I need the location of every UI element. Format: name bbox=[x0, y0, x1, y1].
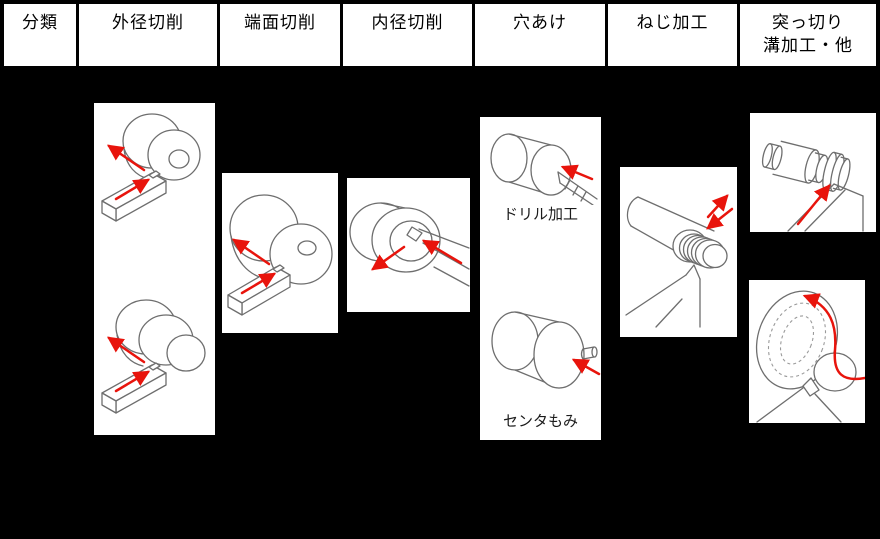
boring-bar-tool bbox=[406, 226, 470, 287]
workpiece bbox=[115, 299, 206, 372]
feed-direction-arrow bbox=[796, 184, 831, 226]
center-drilling-illustration bbox=[491, 311, 601, 389]
header-label-cutoff: 突っ切り bbox=[772, 13, 844, 32]
threading-illustration bbox=[625, 194, 734, 328]
facing-illustration bbox=[227, 194, 333, 316]
cutoff-grooving-illustration bbox=[761, 140, 864, 232]
header-cell-external-turning: 外径切削 bbox=[79, 4, 217, 66]
drilling-illustration bbox=[490, 133, 598, 205]
cutting-tool bbox=[101, 362, 167, 414]
threading-panel bbox=[620, 167, 737, 337]
header-cell-cutoff-grooving: 突っ切り 溝加工・他 bbox=[740, 4, 876, 66]
feed-direction-arrow bbox=[706, 207, 734, 230]
workpiece bbox=[229, 194, 333, 285]
header-label-classification: 分類 bbox=[22, 13, 58, 32]
workpiece bbox=[349, 202, 441, 273]
table-header-row: 分類 外径切削 端面切削 内径切削 穴あけ ねじ加工 突っ切り 溝加工・他 bbox=[4, 4, 876, 66]
header-label-threading: ねじ加工 bbox=[636, 13, 709, 32]
header-label-drilling: 穴あけ bbox=[513, 13, 567, 32]
contour-turning-illustration bbox=[755, 290, 865, 423]
workpiece bbox=[626, 196, 728, 269]
threading-tool bbox=[625, 264, 701, 328]
feed-direction-arrow bbox=[106, 144, 146, 172]
header-cell-threading: ねじ加工 bbox=[608, 4, 737, 66]
workpiece bbox=[122, 113, 201, 181]
cutting-tool bbox=[227, 264, 291, 316]
contour-turning-panel bbox=[749, 280, 865, 423]
workpiece bbox=[755, 290, 857, 392]
workpiece bbox=[491, 311, 585, 389]
header-cell-facing: 端面切削 bbox=[220, 4, 340, 66]
header-label-external-turning: 外径切削 bbox=[112, 13, 184, 32]
header-cell-classification: 分類 bbox=[4, 4, 76, 66]
feed-direction-arrow bbox=[231, 238, 271, 266]
header-label-internal-turning: 内径切削 bbox=[371, 13, 444, 32]
header-label-facing: 端面切削 bbox=[244, 13, 316, 32]
feed-direction-arrow bbox=[240, 272, 277, 295]
contour-feed-arrow bbox=[802, 293, 865, 381]
header-cell-internal-turning: 内径切削 bbox=[343, 4, 472, 66]
feed-direction-arrow bbox=[114, 178, 151, 201]
feed-direction-arrow bbox=[106, 336, 146, 364]
workpiece bbox=[490, 133, 572, 196]
feed-direction-arrow bbox=[371, 245, 406, 271]
feed-direction-arrow bbox=[560, 164, 594, 181]
facing-panel bbox=[222, 173, 338, 333]
external-turning-bore-illustration bbox=[101, 113, 201, 222]
cutting-tool bbox=[756, 377, 842, 423]
boring-illustration bbox=[349, 202, 470, 287]
drill-caption: ドリル加工 bbox=[502, 206, 578, 223]
cutting-tool bbox=[101, 170, 167, 222]
drilling-panel: ドリル加工 センタもみ bbox=[480, 117, 601, 440]
feed-direction-arrow bbox=[421, 239, 463, 265]
center-drill-caption: センタもみ bbox=[502, 413, 578, 430]
header-label-grooving-etc: 溝加工・他 bbox=[763, 36, 853, 55]
internal-turning-panel bbox=[347, 178, 470, 312]
center-drill-tool bbox=[580, 346, 598, 360]
workpiece bbox=[761, 140, 851, 192]
feed-direction-arrow bbox=[571, 358, 601, 376]
feed-direction-arrow bbox=[114, 370, 151, 393]
external-turning-step-illustration bbox=[101, 299, 206, 414]
external-turning-panel bbox=[94, 103, 215, 435]
header-cell-drilling: 穴あけ bbox=[475, 4, 605, 66]
cutoff-grooving-panel bbox=[750, 113, 876, 232]
